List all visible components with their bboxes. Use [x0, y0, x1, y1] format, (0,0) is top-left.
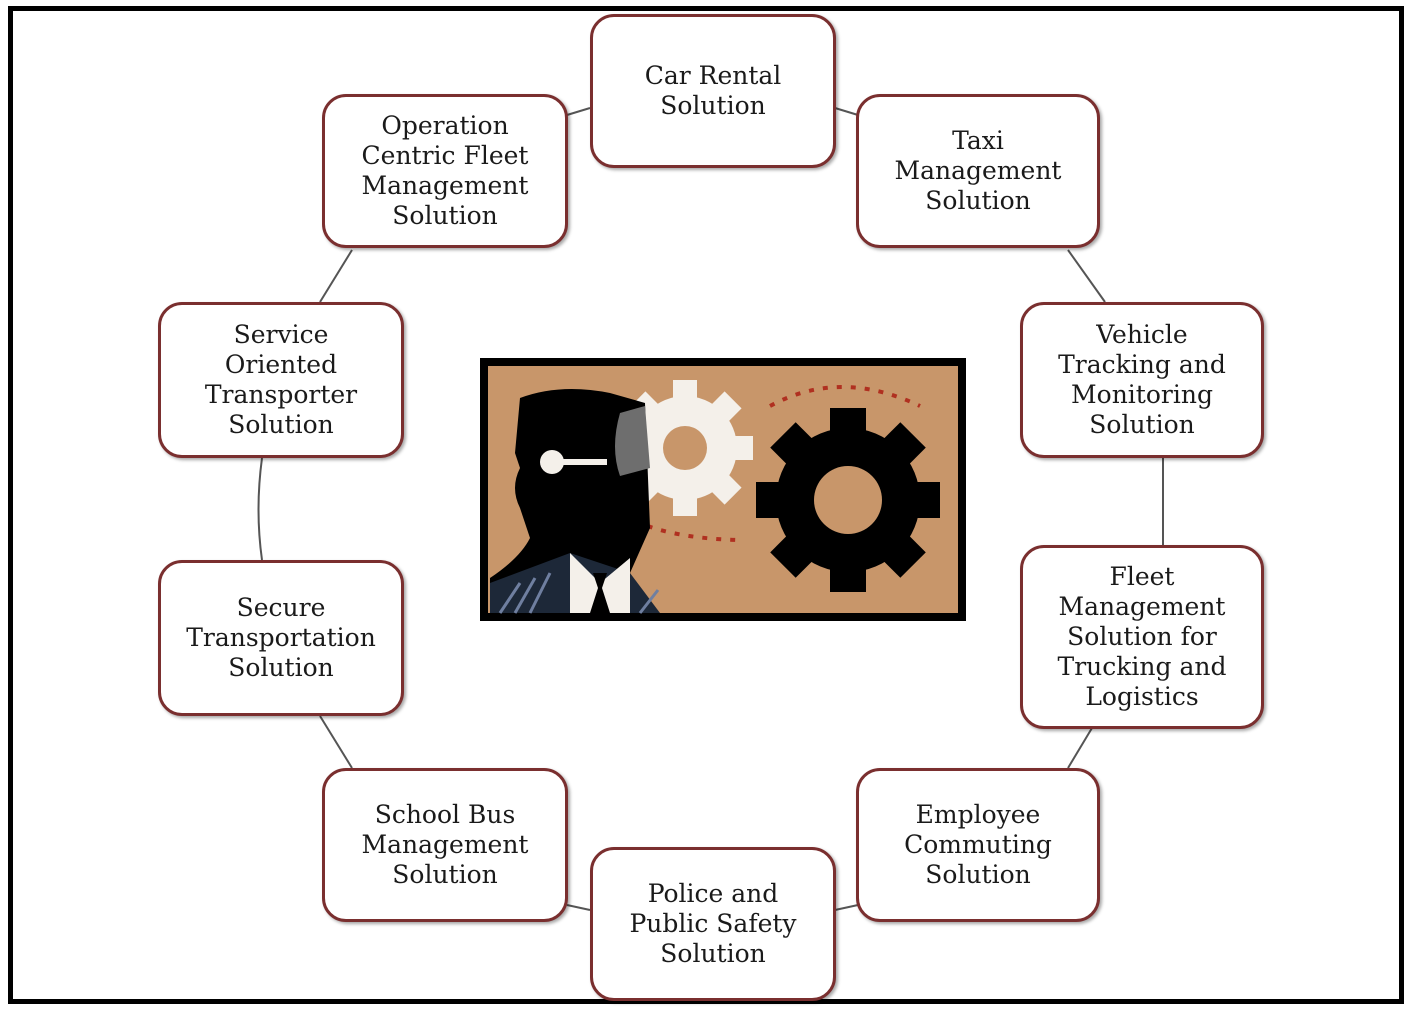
node-label: Taxi Management Solution: [894, 126, 1062, 215]
connector-line: [1067, 249, 1106, 303]
connector-line: [257, 457, 263, 561]
connector-line: [319, 249, 353, 303]
node-label: Operation Centric Fleet Management Solut…: [361, 111, 529, 230]
node-fleet-trucking: Fleet Management Solution for Trucking a…: [1020, 545, 1264, 729]
node-car-rental: Car Rental Solution: [590, 14, 836, 168]
connector-line: [834, 107, 859, 116]
connector-line: [319, 715, 353, 769]
node-service-transporter: Service Oriented Transporter Solution: [158, 302, 404, 458]
node-label: Secure Transportation Solution: [186, 593, 376, 682]
node-label: Car Rental Solution: [644, 61, 782, 120]
node-secure-transportation: Secure Transportation Solution: [158, 560, 404, 716]
node-police-safety: Police and Public Safety Solution: [590, 847, 836, 1001]
node-label: School Bus Management Solution: [361, 800, 529, 889]
node-label: Fleet Management Solution for Trucking a…: [1057, 562, 1227, 711]
connector-line: [834, 904, 859, 911]
node-label: Employee Commuting Solution: [904, 800, 1052, 889]
node-label: Vehicle Tracking and Monitoring Solution: [1058, 320, 1226, 439]
node-label: Police and Public Safety Solution: [629, 879, 797, 968]
node-school-bus: School Bus Management Solution: [322, 768, 568, 922]
node-employee-commuting: Employee Commuting Solution: [856, 768, 1100, 922]
connector-line: [1067, 727, 1093, 769]
node-vehicle-tracking: Vehicle Tracking and Monitoring Solution: [1020, 302, 1264, 458]
node-label: Service Oriented Transporter Solution: [204, 320, 358, 439]
node-operation-fleet: Operation Centric Fleet Management Solut…: [322, 94, 568, 248]
node-taxi-management: Taxi Management Solution: [856, 94, 1100, 248]
connector-line: [566, 904, 591, 911]
businessman-with-gears-icon: [480, 358, 966, 621]
connector-line: [566, 107, 591, 116]
